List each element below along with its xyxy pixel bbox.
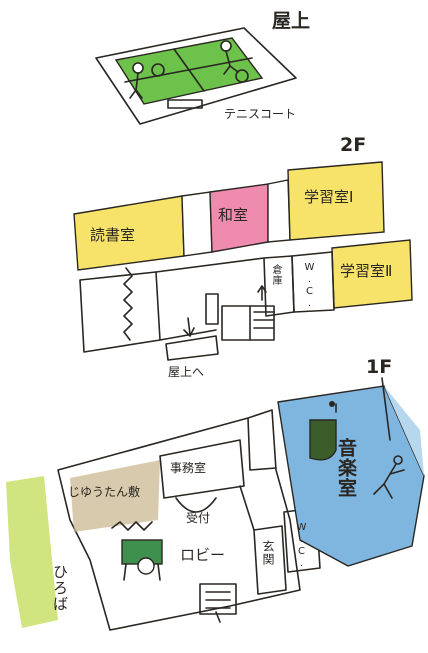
study-room-1-label: 学習室Ⅰ (304, 188, 354, 206)
entrance-label: 玄関 (261, 540, 275, 566)
floor1-section (6, 377, 425, 631)
storage-room-label: 倉庫 (270, 264, 281, 286)
wc-2f (291, 251, 335, 313)
stairs-2f (221, 285, 275, 341)
wc-2f-label: W.C. (304, 262, 315, 310)
office-room (159, 439, 245, 499)
court-line (124, 57, 253, 83)
wc-1f-label: W.C. (296, 522, 307, 570)
floor2-title: 2F (340, 134, 367, 156)
music-room-back (384, 386, 424, 476)
door-2f (205, 293, 219, 325)
rug-edge (111, 521, 153, 531)
corridor-2f-mid (267, 179, 291, 243)
to-roof-label: 屋上へ (168, 365, 205, 379)
interior-wall-b (239, 485, 255, 531)
reading-room-label: 読書室 (90, 226, 136, 244)
floor1-title: 1F (366, 356, 393, 378)
tennis-court-label: テニスコート (224, 107, 297, 121)
floor2-lower-block (79, 271, 161, 353)
stairs-1f (199, 583, 237, 623)
roof-stair-arrow (187, 317, 191, 335)
floor1-building (57, 409, 301, 631)
roof-stairs (167, 99, 203, 109)
dancer-figure (373, 455, 405, 499)
floor2-section (73, 161, 413, 361)
plaza-label: ひろば (51, 564, 69, 612)
japanese-room-label: 和室 (218, 206, 249, 224)
music-room-label: 音楽室 (335, 438, 357, 498)
roof-title: 屋上 (272, 10, 311, 32)
reading-room-divider (123, 267, 133, 341)
rug-area (70, 460, 160, 532)
interior-wall-a (247, 417, 277, 471)
lobby-table (121, 539, 163, 581)
music-room-partition (381, 377, 391, 441)
office-label: 事務室 (170, 461, 207, 475)
roof-stair-arrowhead (183, 327, 195, 337)
study-room-2-label: 学習室Ⅱ (340, 262, 393, 280)
entrance (253, 525, 287, 595)
tennis-player-left (129, 62, 165, 99)
plaza-area (6, 476, 58, 628)
reception-label: 受付 (186, 511, 211, 525)
roof-section (95, 27, 297, 125)
lobby-label: ロビー (180, 546, 226, 564)
piano (309, 401, 337, 461)
roof-stair-box (165, 335, 219, 361)
roof-outline (95, 27, 297, 125)
study-room-1 (287, 161, 385, 241)
corridor-2f-upper (181, 191, 213, 257)
corridor-2f-wall (155, 257, 265, 273)
reception-desk (175, 497, 217, 513)
free-space-label: じゆうたん敷 (68, 485, 141, 499)
tennis-player-right (220, 40, 249, 83)
